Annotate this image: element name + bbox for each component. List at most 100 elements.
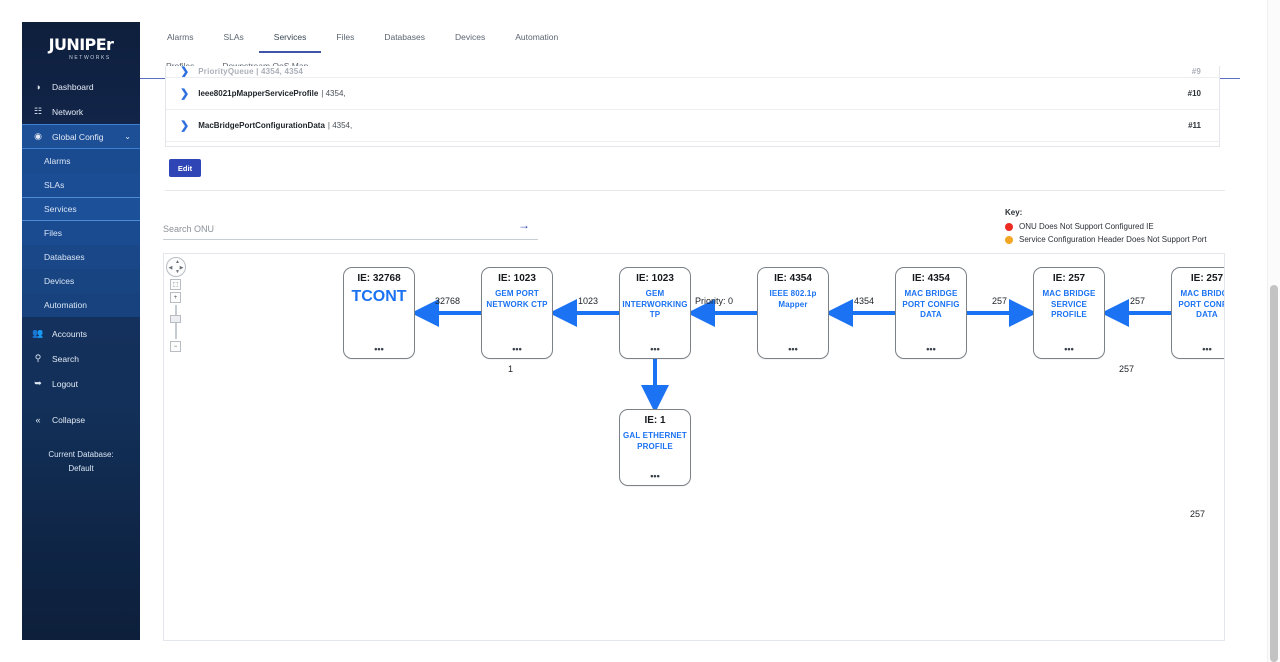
list-row-index: #11 [1188, 121, 1201, 130]
status-dot-red [1005, 222, 1013, 231]
sidebar-subitem-databases[interactable]: Databases [22, 245, 140, 269]
sidebar-item-label: Logout [52, 378, 78, 389]
sidebar-subitem-alarms[interactable]: Alarms [22, 149, 140, 173]
search-onu-group: → [163, 218, 538, 242]
table-row[interactable]: ❯ Ieee8021pMapperServiceProfile | 4354, … [166, 78, 1219, 110]
list-row-index: #10 [1187, 89, 1201, 98]
expand-caret-icon[interactable]: ❯ [180, 66, 190, 78]
sidebar-item-label: Search [52, 353, 79, 364]
sidebar-subitem-label: Databases [44, 252, 85, 262]
search-icon: ⚲ [34, 353, 42, 363]
sidebar-collapse-label: Collapse [52, 414, 86, 425]
sidebar-item-dashboard[interactable]: ◑ Dashboard [22, 74, 140, 99]
legend-key: Key: ONU Does Not Support Configured IE … [1005, 208, 1207, 246]
sidebar-item-label: Dashboard [52, 81, 94, 92]
brand-subtitle: NETWORKS [69, 55, 111, 61]
expand-caret-icon[interactable]: ❯ [180, 88, 190, 100]
sidebar-subitem-services[interactable]: Services [22, 197, 140, 221]
sidebar-subitem-files[interactable]: Files [22, 221, 140, 245]
node-title: GAL ETHERNET PROFILE [623, 431, 687, 451]
node-footer: ••• [788, 344, 798, 354]
node-header: IE: 257 [1052, 273, 1086, 284]
tab-profiles[interactable]: Profiles [152, 61, 208, 71]
sidebar-item-search[interactable]: ⚲ Search [22, 346, 140, 371]
current-database-value: Default [68, 464, 94, 473]
profile-list-panel: ❯ PriorityQueue | 4354, 4354 #9 ❯ Ieee80… [165, 66, 1220, 147]
pan-up-arrow-icon[interactable]: ▲ [175, 258, 180, 265]
section-divider [165, 190, 1225, 191]
edit-button[interactable]: Edit [169, 159, 201, 177]
edge-label: 257 [1119, 364, 1135, 374]
tab-devices[interactable]: Devices [454, 32, 486, 42]
list-row-clipped[interactable]: ❯ PriorityQueue | 4354, 4354 #9 [166, 66, 1219, 78]
tab-downstream-qos-map[interactable]: Downstream QoS Map [208, 61, 322, 71]
node-title: MAC BRIDGE SERVICE PROFILE [1042, 289, 1096, 319]
page-scrollbar[interactable] [1267, 0, 1280, 662]
tab-files[interactable]: Files [336, 32, 355, 42]
chevron-down-icon[interactable]: ⌄ [124, 132, 131, 141]
node-header: IE: 4354 [774, 273, 812, 284]
node-title: MAC BRIDGE PORT CONFIG DATA [902, 289, 960, 319]
sidebar-item-network[interactable]: ☷ Network [22, 99, 140, 124]
pan-right-arrow-icon[interactable]: ▶ [179, 264, 184, 271]
list-row-name: MacBridgePortConfigurationData [198, 121, 325, 130]
node-header: IE: 257 [1190, 273, 1224, 284]
sidebar-subitem-automation[interactable]: Automation [22, 293, 140, 317]
tab-services[interactable]: Services [258, 22, 322, 53]
pan-left-arrow-icon[interactable]: ◀ [168, 264, 173, 271]
sidebar-item-logout[interactable]: ➥ Logout [22, 371, 140, 396]
logout-icon: ➥ [34, 378, 42, 388]
sidebar-subitem-slas[interactable]: SLAs [22, 173, 140, 197]
list-row-index: #9 [1191, 67, 1201, 76]
page-scrollbar-thumb[interactable] [1270, 285, 1278, 662]
tab-databases[interactable]: Databases [384, 32, 425, 42]
search-input[interactable] [163, 218, 538, 240]
zoom-controls[interactable]: ▲ ▼ ◀ ▶ ⬚ + − [166, 257, 186, 352]
node-title: GEM PORT NETWORK CTP [486, 289, 548, 309]
legend-entry: ONU Does Not Support Configured IE [1005, 220, 1207, 233]
sidebar-collapse-button[interactable]: « Collapse [22, 407, 140, 432]
tab-alarms[interactable]: Alarms [167, 32, 194, 42]
tab-automation[interactable]: Automation [515, 32, 559, 42]
edge-label: 1 [508, 364, 514, 374]
pan-compass-icon[interactable]: ▲ ▼ ◀ ▶ [166, 257, 186, 277]
sidebar-item-label: Network [52, 106, 84, 117]
sidebar-subitem-label: Services [44, 204, 77, 214]
sidebar-item-global-config[interactable]: ◉ Global Config ⌄ [22, 124, 140, 149]
sidebar-item-accounts[interactable]: 👥 Accounts [22, 321, 140, 346]
expand-caret-icon[interactable]: ❯ [180, 120, 190, 132]
pan-down-arrow-icon[interactable]: ▼ [175, 268, 180, 275]
zoom-in-button[interactable]: + [170, 292, 181, 303]
brand-name: JUNIPEr [48, 35, 114, 54]
zoom-slider-thumb[interactable] [170, 315, 181, 323]
current-database: Current Database: Default [22, 448, 140, 476]
list-row-value: | 4354, [321, 89, 346, 98]
gauge-icon: ◑ [35, 81, 41, 92]
table-row[interactable]: ❯ MacBridgePortConfigurationData | 4354,… [166, 110, 1219, 142]
tab-slas[interactable]: SLAs [223, 32, 244, 42]
node-title: GEM INTERWORKING TP [622, 289, 688, 319]
edge-label: 32768 [435, 296, 461, 306]
zoom-out-button[interactable]: − [170, 341, 181, 352]
status-dot-orange [1005, 235, 1013, 244]
search-submit-arrow-icon[interactable]: → [518, 218, 530, 232]
sidebar-subitem-devices[interactable]: Devices [22, 269, 140, 293]
zoom-fit-button[interactable]: ⬚ [170, 279, 181, 290]
edge-label: 257 [992, 296, 1008, 306]
node-title: MAC BRIDGE PORT CONFIG DATA [1178, 289, 1224, 319]
node-header: IE: 1023 [636, 273, 674, 284]
list-row-value: | 4354, [327, 121, 353, 130]
sidebar-subitem-label: Automation [44, 300, 87, 310]
current-database-title: Current Database: [48, 450, 114, 459]
juniper-logo: JUNIPEr NETWORKS [22, 22, 140, 74]
sidebar: JUNIPEr NETWORKS ◑ Dashboard ☷ Network ◉… [22, 22, 140, 640]
